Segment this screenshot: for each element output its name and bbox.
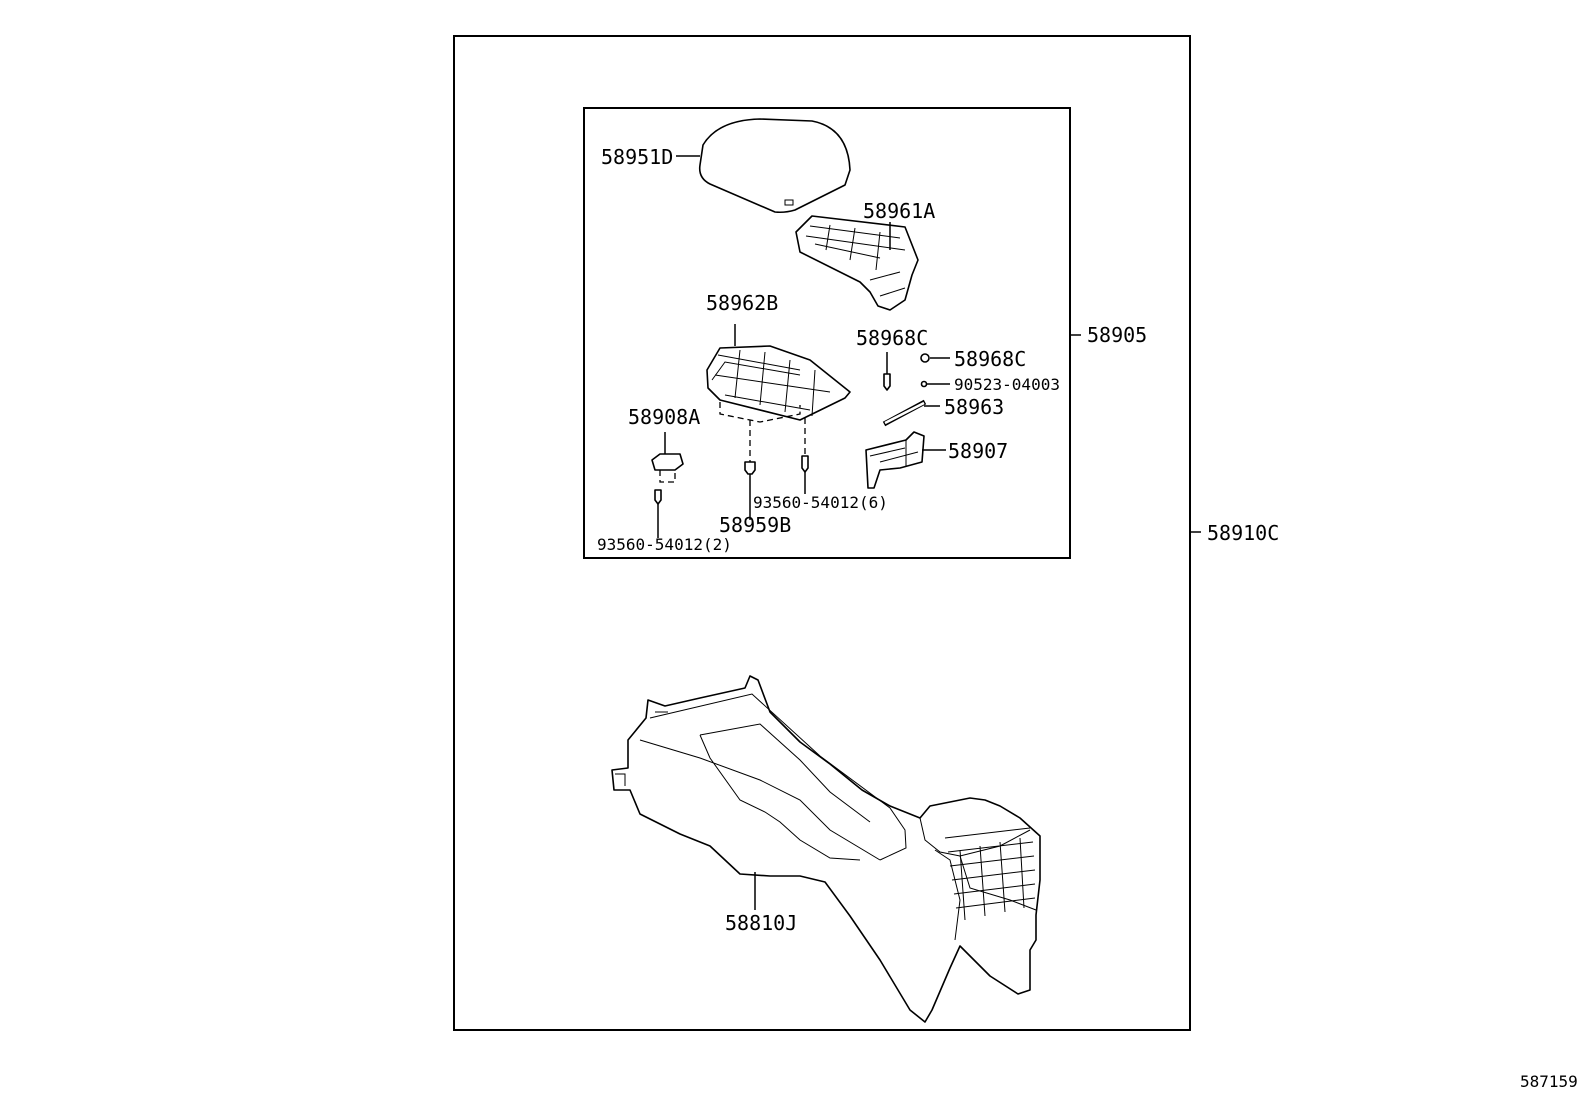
label-clip-2: 93560-54012(2) [597, 535, 732, 554]
label-box: 58962B [706, 291, 778, 315]
label-latch: 58908A [628, 405, 700, 429]
label-rod: 58963 [944, 395, 1004, 419]
label-hinge-bracket: 58907 [948, 439, 1008, 463]
latch-shape [651, 453, 684, 483]
pin-b-shape [920, 353, 930, 363]
label-assembly-inner: 58905 [1087, 323, 1147, 347]
label-clip-b: 58959B [719, 513, 791, 537]
label-lid-inner: 58961A [863, 199, 935, 223]
label-console-body: 58810J [725, 911, 797, 935]
lid-inner-shape [795, 215, 919, 311]
outer-assembly-frame [453, 35, 1191, 1031]
screw-shape [920, 380, 928, 388]
console-body-shape [611, 675, 1041, 1023]
box-shape [706, 345, 851, 421]
inner-assembly-frame [583, 107, 1071, 559]
screw-6-shape [801, 455, 809, 473]
label-assembly-outer: 58910C [1207, 521, 1279, 545]
rod-shape-inner [884, 401, 925, 425]
hinge-bracket-shape [865, 431, 925, 489]
screw-2-shape [654, 489, 662, 505]
box-dash-outline [719, 402, 801, 423]
label-pin-b: 58968C [954, 347, 1026, 371]
pin-a-shape [883, 373, 891, 391]
lid-shape [698, 118, 851, 214]
label-clip-6: 93560-54012(6) [753, 493, 888, 512]
label-pin-a: 58968C [856, 326, 928, 350]
label-lid: 58951D [601, 145, 673, 169]
label-screw: 90523-04003 [954, 375, 1060, 394]
drawing-number: 587159 [1520, 1072, 1578, 1091]
clip-b-shape [744, 461, 756, 475]
